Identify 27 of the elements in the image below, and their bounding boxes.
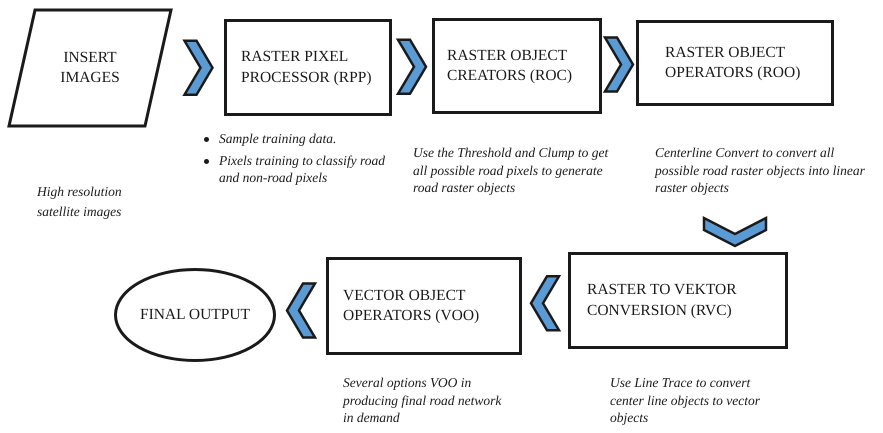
process-box [636,20,834,106]
input-parallelogram [7,8,173,128]
chevron-arrow [530,275,562,332]
process-box [224,19,392,116]
chevron-arrow [286,282,318,339]
chevron-arrow [702,216,768,248]
step-description: Use Line Trace to convert center line objects to vector objects [610,374,761,427]
node-label: RASTER OBJECT OPERATORS (ROO) [665,42,802,83]
process-box [568,252,788,349]
process-box [326,257,522,355]
process-box [432,18,602,114]
bullet-item: Pixels training to classify road and non-road pixels [219,152,386,187]
chevron-arrow [182,40,214,96]
bullet-item: Sample training data. [219,130,336,148]
step-description: Use the Threshold and Clump to get all possible road pixels to generate road raster objects [413,144,610,197]
note-text: High resolution satellite images [37,183,123,221]
node-label: RASTER TO VEKTOR CONVERSION (RVC) [587,280,738,320]
node-label: VECTOR OBJECT OPERATORS (VOO) [343,286,480,326]
step-description: Several options VOO in producing final road network in demand [343,374,502,427]
node-label: INSERT IMAGES [59,48,121,88]
node-label: RASTER OBJECT CREATORS (ROC) [447,46,574,86]
chevron-arrow [602,36,634,93]
chevron-arrow [396,38,428,95]
output-ellipse [114,268,276,362]
node-label: FINAL OUTPUT [140,304,250,325]
step-description: Centerline Convert to convert all possible road raster objects into linear raster objects [655,144,866,197]
node-label: RASTER PIXEL PROCESSOR (RPP) [241,47,373,88]
